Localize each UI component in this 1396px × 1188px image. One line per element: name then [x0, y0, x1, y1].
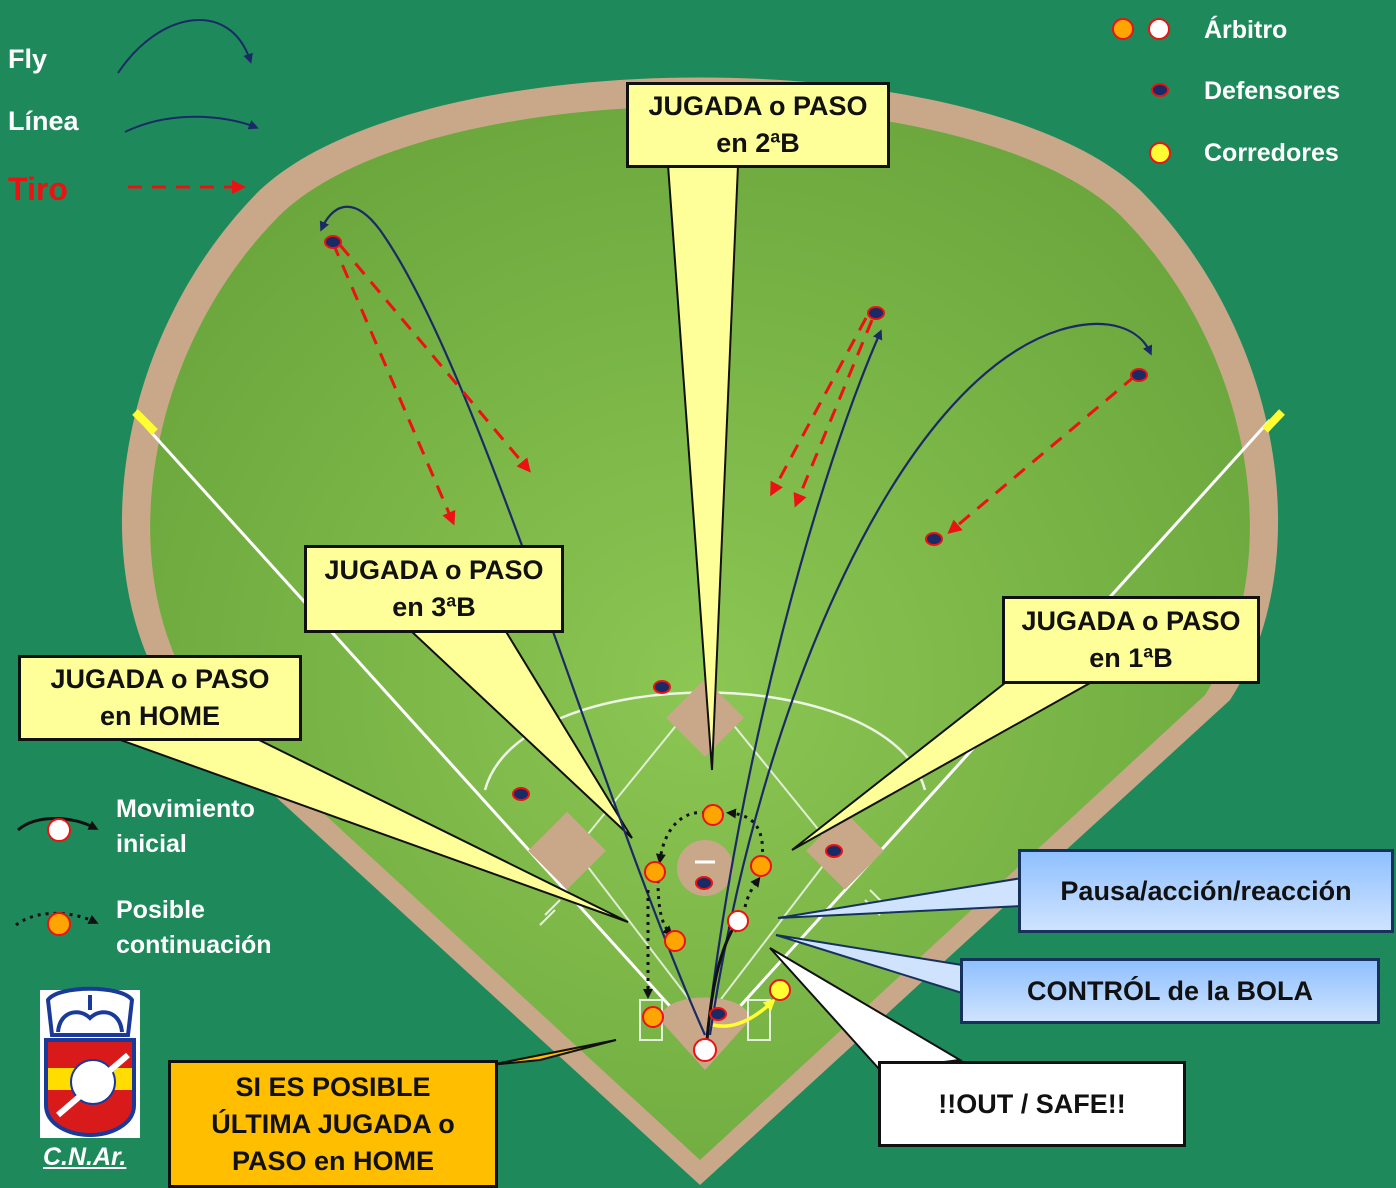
foul-line-left	[138, 418, 707, 1047]
legend-tiro-label: Tiro	[8, 171, 68, 207]
key-continuation-line	[15, 911, 99, 927]
defender-pitcher	[695, 876, 713, 890]
defender-rf	[1130, 368, 1148, 382]
callout-pausa-accion-reaccion: Pausa/acción/reacción	[1018, 849, 1394, 933]
callout-out-safe: !!OUT / SAFE!!	[878, 1061, 1186, 1147]
umpire-position	[642, 1006, 664, 1028]
umpire-position	[644, 861, 666, 883]
key-initial-move-line	[17, 817, 99, 832]
defender-cf	[867, 306, 885, 320]
defender-1b	[825, 844, 843, 858]
second-base-dirt	[666, 678, 744, 757]
umpire-home-start	[693, 1038, 717, 1062]
foul-pole-right	[1262, 409, 1285, 433]
legend-linea-line	[124, 115, 259, 133]
umpire-initial-move	[727, 910, 749, 932]
key-movimiento-label: Movimiento inicial	[116, 795, 255, 858]
legend-defender	[1151, 83, 1169, 97]
umpire-move-solid	[705, 921, 738, 1041]
legend-umpire-orange	[1112, 18, 1134, 40]
legend-defensores-label: Defensores	[1204, 77, 1341, 105]
coach-box-third	[539, 899, 561, 926]
throw-rf	[947, 374, 1136, 534]
umpire-move-dotted-4	[743, 876, 761, 908]
callout-ultima-jugada: SI ES POSIBLE ÚLTIMA JUGADA o PASO en HO…	[168, 1060, 498, 1188]
callout-primera-base: JUGADA o PASO en 1ªB	[1002, 596, 1260, 684]
defender-2b-relay	[925, 532, 943, 546]
callout-control-bola: CONTRÓL de la BOLA	[960, 958, 1380, 1024]
callout-segunda-base: JUGADA o PASO en 2ªB	[626, 82, 890, 168]
throw-cf-2	[793, 319, 874, 508]
key-continuacion-label: Posible continuación	[116, 896, 272, 959]
defender-catcher	[709, 1007, 727, 1021]
legend-corredores-label: Corredores	[1204, 139, 1339, 167]
umpire-position	[750, 855, 772, 877]
umpire-position	[702, 804, 724, 826]
fly-ball-left	[319, 205, 707, 1036]
runner-batter	[769, 979, 791, 1001]
legend-runner	[1149, 142, 1171, 164]
fly-ball-right	[708, 322, 1153, 1036]
legend-umpire-white	[1148, 18, 1170, 40]
cnar-logo	[40, 986, 140, 1138]
throw-lf-1	[331, 242, 456, 526]
legend-linea-label: Línea	[8, 106, 79, 136]
defender-lf	[324, 235, 342, 249]
third-base-dirt	[528, 811, 606, 890]
throw-cf-1	[770, 317, 868, 497]
legend-fly-line	[117, 19, 253, 74]
runner-move	[712, 998, 776, 1028]
defenders	[324, 235, 1148, 1021]
line-drive-center	[705, 329, 883, 1036]
umpires	[642, 804, 772, 1062]
throw-lf-2	[338, 244, 531, 473]
legend-arbitro-label: Árbitro	[1204, 16, 1288, 44]
umpire-move-dotted-3	[656, 879, 673, 936]
logo-text: C.N.Ar.	[43, 1143, 127, 1171]
key-continuation-dot	[47, 912, 71, 936]
defender-ss	[653, 680, 671, 694]
foul-pole-left	[132, 409, 158, 435]
callout-home: JUGADA o PASO en HOME	[18, 655, 302, 741]
callout-pointer-ultima	[489, 1039, 617, 1066]
callout-tercera-base: JUGADA o PASO en 3ªB	[304, 545, 564, 633]
key-initial-move-dot	[47, 818, 71, 842]
pitcher-mound	[677, 840, 733, 896]
defender-3b	[512, 787, 530, 801]
umpire-position	[664, 930, 686, 952]
legend-fly-label: Fly	[8, 44, 48, 74]
